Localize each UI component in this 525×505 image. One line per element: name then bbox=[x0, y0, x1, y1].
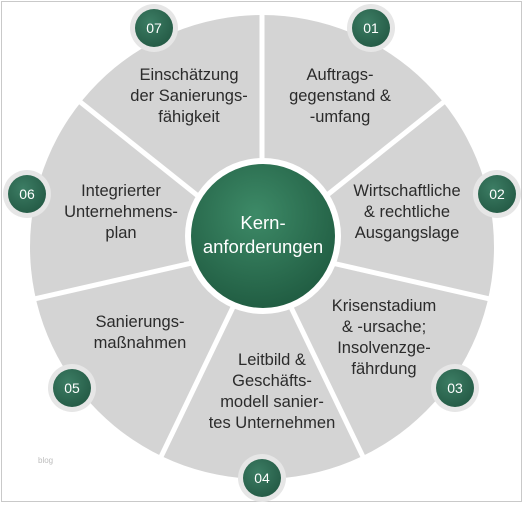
badge-circle bbox=[352, 9, 390, 47]
badge-number: 01 bbox=[363, 20, 379, 36]
segment-label-line: Wirtschaftliche bbox=[353, 182, 460, 200]
segment-badge-06: 06 bbox=[3, 170, 51, 218]
badge-circle bbox=[8, 175, 46, 213]
watermark-text: blog bbox=[38, 456, 53, 465]
center-hub-label: Kern-anforderungen bbox=[203, 212, 323, 257]
segment-label-line: Sanierungs- bbox=[96, 313, 185, 331]
segment-label-03: Krisenstadium & -ursache; Insolvenzge-fähr… bbox=[332, 297, 437, 378]
segment-label-line: -umfang bbox=[310, 108, 371, 126]
segment-label-04: Leitbild & Geschäfts-modell sanier-tes Un… bbox=[209, 351, 336, 432]
segment-label-line: maßnahmen bbox=[94, 334, 187, 352]
segment-label-line: Unternehmens- bbox=[64, 203, 178, 221]
segment-label-line: Insolvenzge- bbox=[337, 339, 431, 357]
center-hub-circle bbox=[191, 164, 335, 308]
badge-number: 04 bbox=[254, 470, 270, 486]
center-hub: Kern-anforderungen bbox=[185, 158, 341, 314]
segment-labels: Auftrags-gegenstand & -umfangWirtschaftli… bbox=[64, 66, 461, 432]
segment-badge-01: 01 bbox=[347, 4, 395, 52]
badge-number: 03 bbox=[447, 380, 463, 396]
segment-label-07: Einschätzung der Sanierungs-fähigkeit bbox=[130, 66, 247, 126]
segment-badges: 01 02 03 04 05 06 07 bbox=[3, 4, 521, 502]
badge-circle bbox=[53, 369, 91, 407]
badge-circle bbox=[243, 459, 281, 497]
segment-label-line: Leitbild & bbox=[238, 351, 306, 369]
segment-badge-05: 05 bbox=[48, 364, 96, 412]
badge-circle bbox=[436, 369, 474, 407]
segment-badge-02: 02 bbox=[473, 170, 521, 218]
segment-badge-04: 04 bbox=[238, 454, 286, 502]
segment-badge-03: 03 bbox=[431, 364, 479, 412]
segment-label-line: Ausgangslage bbox=[355, 224, 460, 242]
segment-label-line: der Sanierungs- bbox=[130, 87, 247, 105]
badge-number: 06 bbox=[19, 186, 35, 202]
segment-label-line: modell sanier- bbox=[220, 393, 324, 411]
center-hub-label-line: anforderungen bbox=[203, 236, 323, 257]
segment-label-01: Auftrags-gegenstand & -umfang bbox=[289, 66, 391, 126]
badge-circle bbox=[478, 175, 516, 213]
segment-label-line: Krisenstadium bbox=[332, 297, 437, 315]
center-hub-label-line: Kern- bbox=[240, 212, 285, 233]
segment-label-05: Sanierungs-maßnahmen bbox=[94, 313, 187, 352]
segment-label-line: plan bbox=[105, 224, 136, 242]
badge-number: 05 bbox=[64, 380, 80, 396]
segment-label-line: Auftrags- bbox=[307, 66, 374, 84]
badge-number: 02 bbox=[489, 186, 505, 202]
segment-label-line: fährdung bbox=[351, 360, 416, 378]
segment-label-line: fähigkeit bbox=[158, 108, 220, 126]
segment-label-line: Integrierter bbox=[81, 182, 161, 200]
segment-label-line: Geschäfts- bbox=[232, 372, 312, 390]
badge-circle bbox=[135, 9, 173, 47]
badge-number: 07 bbox=[146, 20, 162, 36]
segment-label-line: Einschätzung bbox=[139, 66, 238, 84]
segment-label-line: & -ursache; bbox=[342, 318, 426, 336]
segment-label-line: tes Unternehmen bbox=[209, 414, 336, 432]
segment-label-line: & rechtliche bbox=[364, 203, 450, 221]
segment-badge-07: 07 bbox=[130, 4, 178, 52]
segment-label-line: gegenstand & bbox=[289, 87, 391, 105]
